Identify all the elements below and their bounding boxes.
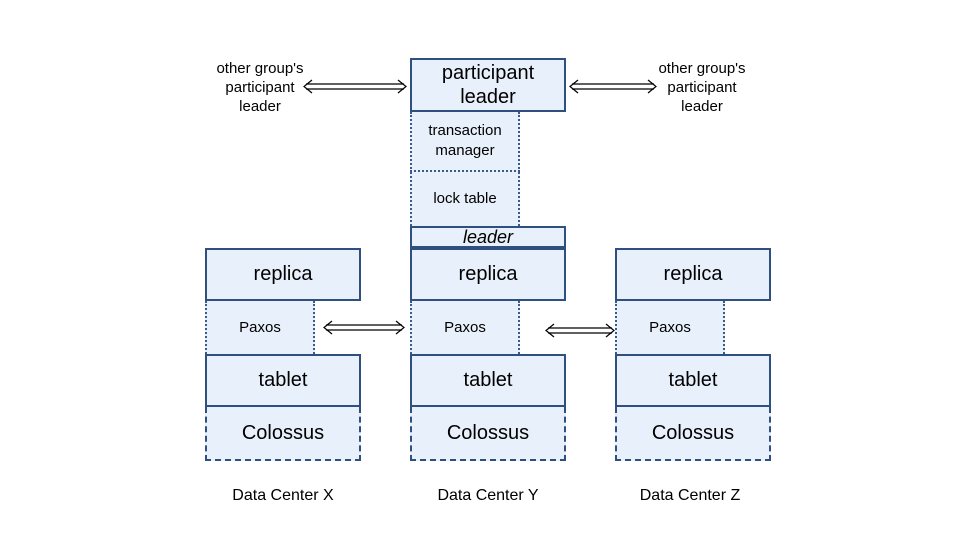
paxos-box-z: Paxos [615, 301, 725, 354]
tablet-box-x: tablet [205, 354, 361, 407]
replica-box-y: replica [410, 248, 566, 301]
participant-leader-box: participant leader [410, 58, 566, 112]
paxos-box-y: Paxos [410, 301, 520, 354]
paxos-box-x: Paxos [205, 301, 315, 354]
data-center-z-label: Data Center Z [639, 487, 741, 504]
replica-box-z: replica [615, 248, 771, 301]
right-leader-double-arrow [569, 79, 657, 94]
transaction-manager-box: transaction manager [410, 112, 520, 172]
colossus-box-x: Colossus [205, 407, 361, 461]
lock-table-box: lock table [410, 172, 520, 226]
paxos-y-z-double-arrow [545, 323, 615, 338]
data-center-x-label: Data Center X [232, 487, 334, 504]
paxos-x-y-double-arrow [323, 320, 405, 335]
colossus-box-y: Colossus [410, 407, 566, 461]
left-other-group-label: other group's participant leader [216, 60, 304, 115]
replica-box-x: replica [205, 248, 361, 301]
colossus-box-z: Colossus [615, 407, 771, 461]
leader-label-box: leader [410, 226, 566, 248]
tablet-box-y: tablet [410, 354, 566, 407]
right-other-group-label: other group's participant leader [658, 60, 746, 115]
data-center-y-label: Data Center Y [437, 487, 539, 504]
tablet-box-z: tablet [615, 354, 771, 407]
left-leader-double-arrow [303, 79, 407, 94]
